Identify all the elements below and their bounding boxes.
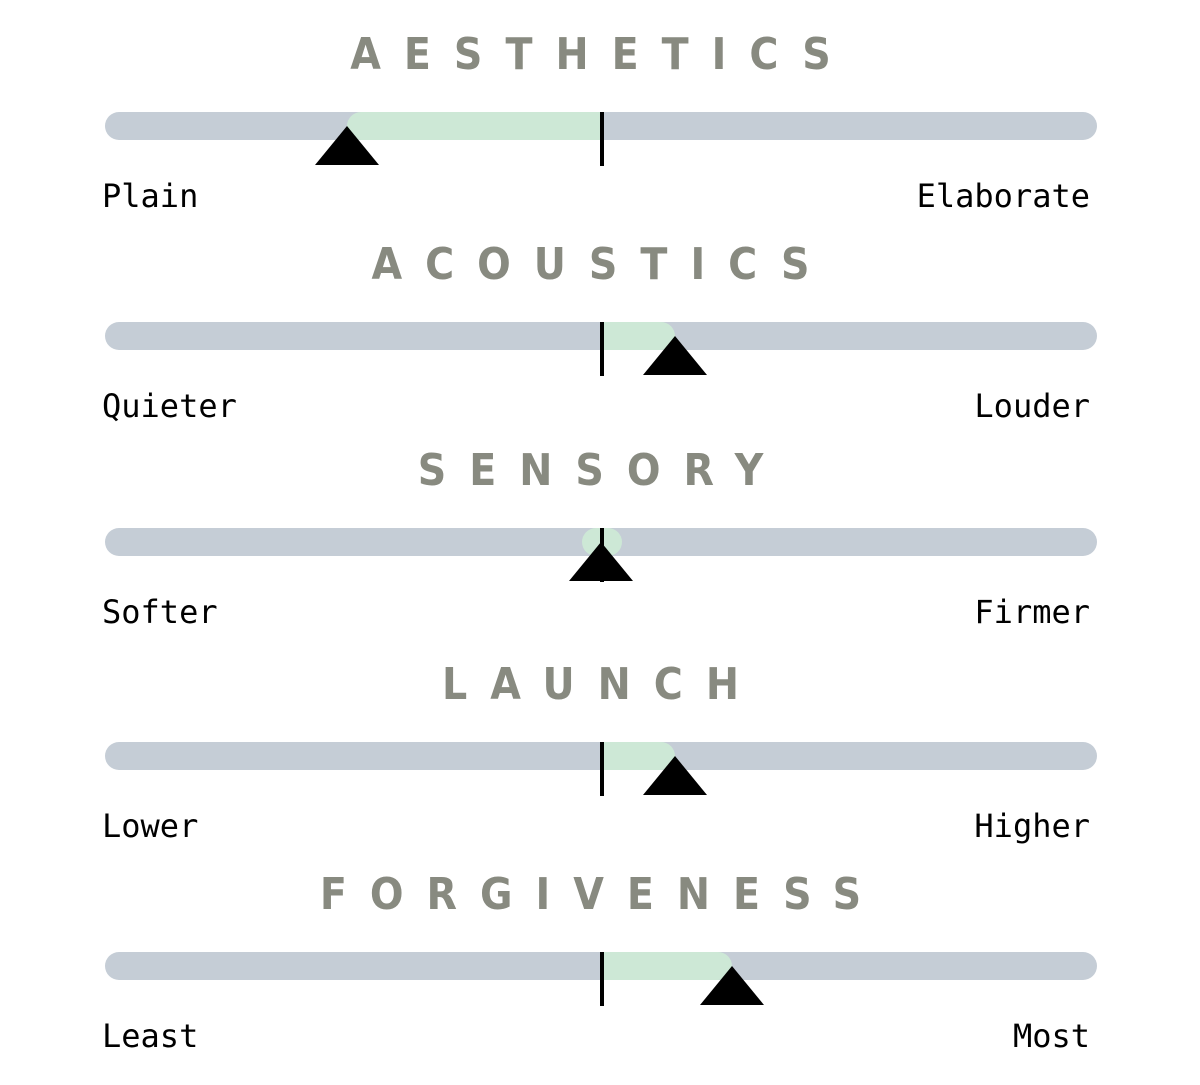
triangle-marker-icon[interactable] [643, 756, 708, 795]
rating-slider-acoustics: ACOUSTICS Quieter Louder [0, 210, 1200, 425]
center-tick [600, 112, 604, 166]
center-tick [600, 742, 604, 796]
center-tick [600, 952, 604, 1006]
rating-slider-forgiveness: FORGIVENESS Least Most [0, 840, 1200, 1055]
slider-title: ACOUSTICS [371, 239, 833, 290]
left-label: Plain [102, 177, 199, 215]
right-label: Firmer [974, 593, 1090, 631]
rating-slider-sensory: SENSORY Softer Firmer [0, 416, 1200, 631]
triangle-marker-icon[interactable] [699, 966, 764, 1005]
right-label: Most [1012, 1017, 1090, 1055]
right-label: Louder [974, 387, 1090, 425]
left-label: Quieter [102, 387, 237, 425]
left-label: Lower [102, 807, 199, 845]
slider-title: AESTHETICS [350, 29, 854, 80]
left-label: Least [102, 1017, 199, 1055]
center-tick [600, 322, 604, 376]
slider-title: FORGIVENESS [319, 869, 885, 920]
triangle-marker-icon[interactable] [315, 126, 380, 165]
left-label: Softer [102, 593, 218, 631]
triangle-marker-icon[interactable] [643, 336, 708, 375]
rating-slider-aesthetics: AESTHETICS Plain Elaborate [0, 0, 1200, 215]
slider-fill [347, 112, 602, 140]
slider-title: SENSORY [417, 445, 787, 496]
right-label: Higher [974, 807, 1090, 845]
triangle-marker-icon[interactable] [569, 542, 633, 581]
rating-slider-launch: LAUNCH Lower Higher [0, 630, 1200, 845]
right-label: Elaborate [916, 177, 1090, 215]
slider-title: LAUNCH [442, 659, 762, 710]
